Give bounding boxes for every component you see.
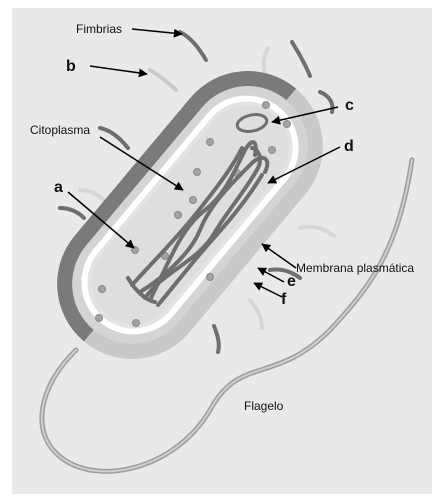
- label-f: f: [281, 291, 287, 308]
- label-fimbrias: Fimbrias: [76, 22, 122, 36]
- label-e: e: [287, 273, 296, 290]
- label-citoplasma: Citoplasma: [30, 123, 90, 137]
- label-flagelo: Flagelo: [244, 399, 284, 413]
- label-membrana-plasmatica: Membrana plasmática: [296, 261, 414, 275]
- label-a: a: [54, 179, 63, 196]
- label-c: c: [345, 97, 354, 114]
- label-d: d: [344, 138, 354, 155]
- label-b: b: [66, 58, 76, 75]
